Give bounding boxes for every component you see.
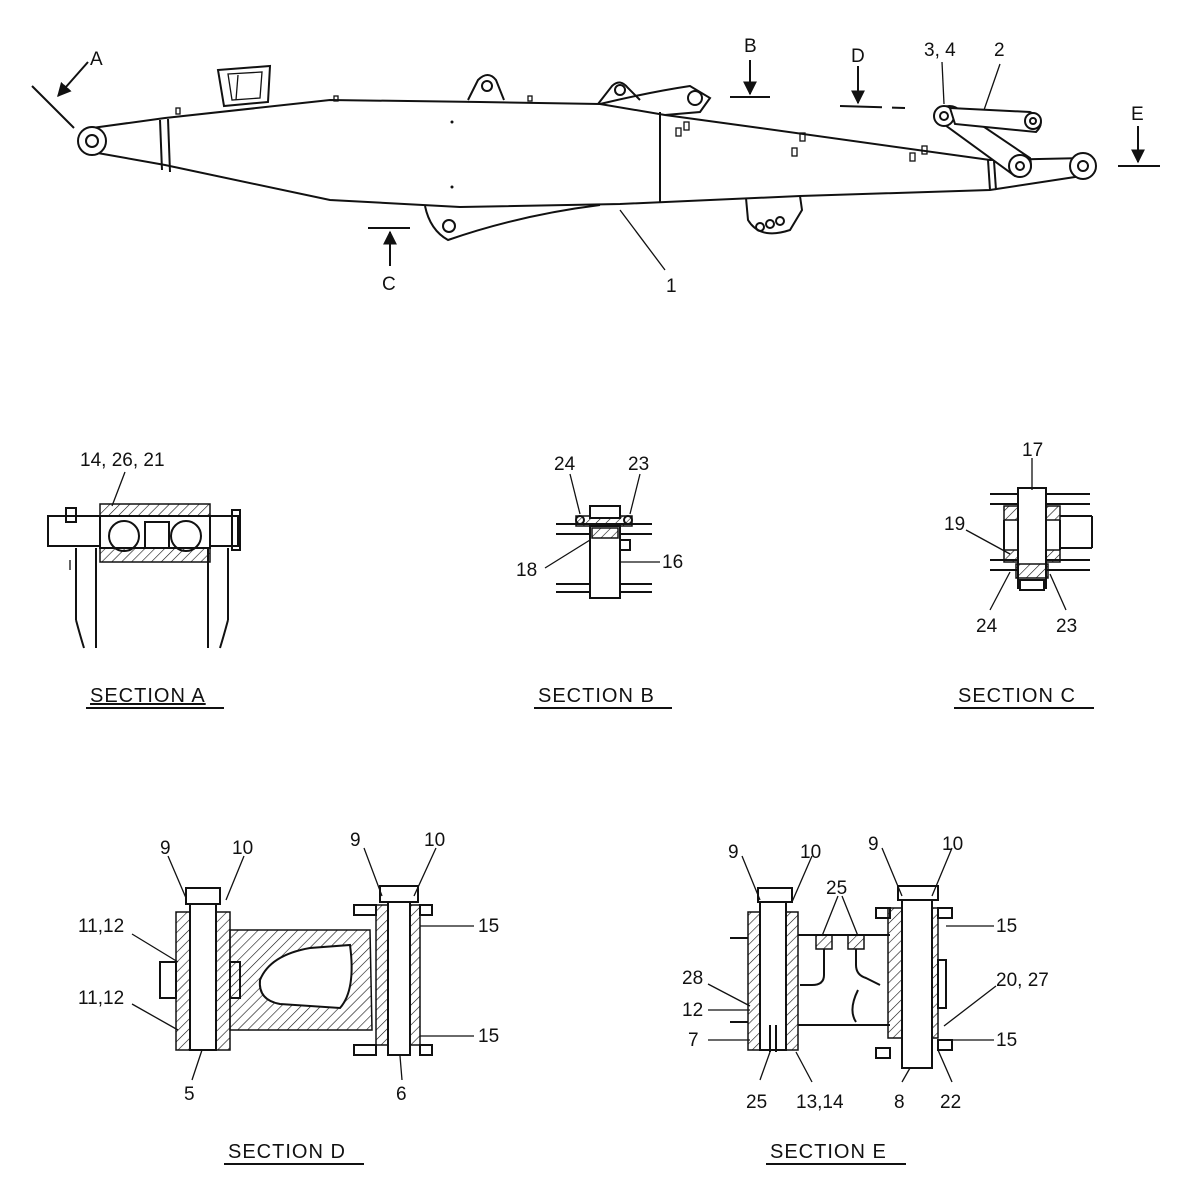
section-a-view: 14, 26, 21 SECTION A: [47, 450, 241, 709]
label-14-26-21: 14, 26, 21: [80, 450, 165, 471]
label-A: A: [90, 49, 103, 70]
label-15: 15: [478, 1026, 499, 1047]
label-item-3-4: 3, 4: [924, 40, 956, 61]
section-b-view: 24 23 18 16 SECTION B: [516, 454, 683, 709]
label-12: 12: [682, 1000, 703, 1021]
section-a-title: SECTION A: [90, 685, 206, 707]
label-28: 28: [682, 968, 703, 989]
label-22: 22: [940, 1092, 961, 1113]
label-15: 15: [996, 1030, 1017, 1051]
section-d-view: 9 10 9 10 11,12 11,12 15 15 5 6 SECTION …: [78, 830, 499, 1165]
boom-main-view: A B C D E 3, 4 2 1: [31, 36, 1160, 297]
label-5: 5: [184, 1084, 195, 1105]
label-C: C: [382, 274, 396, 295]
section-e-title: SECTION E: [770, 1141, 887, 1163]
label-20-27: 20, 27: [996, 970, 1049, 991]
label-6: 6: [396, 1084, 407, 1105]
label-17: 17: [1022, 440, 1043, 461]
label-10: 10: [942, 834, 963, 855]
label-9: 9: [868, 834, 879, 855]
label-19: 19: [944, 514, 965, 535]
label-10: 10: [800, 842, 821, 863]
label-9: 9: [350, 830, 361, 851]
section-e-view: 9 10 9 10 25 15 20, 27 15 28 12 7 25 13,…: [682, 834, 1049, 1165]
label-10: 10: [232, 838, 253, 859]
section-d-title: SECTION D: [228, 1141, 346, 1163]
label-23: 23: [1056, 616, 1077, 637]
section-c-view: 17 19 24 23 SECTION C: [944, 440, 1094, 709]
label-item-1: 1: [666, 276, 677, 297]
label-E: E: [1131, 104, 1144, 125]
label-25: 25: [826, 878, 847, 899]
label-11-12: 11,12: [78, 988, 124, 1009]
section-b-title: SECTION B: [538, 685, 655, 707]
section-c-title: SECTION C: [958, 685, 1076, 707]
label-10: 10: [424, 830, 445, 851]
label-15: 15: [996, 916, 1017, 937]
label-25: 25: [746, 1092, 767, 1113]
label-16: 16: [662, 552, 683, 573]
label-9: 9: [160, 838, 171, 859]
label-11-12: 11,12: [78, 916, 124, 937]
label-23: 23: [628, 454, 649, 475]
label-7: 7: [688, 1030, 699, 1051]
label-item-2: 2: [994, 40, 1005, 61]
label-B: B: [744, 36, 757, 57]
label-8: 8: [894, 1092, 905, 1113]
label-D: D: [851, 46, 865, 67]
label-24: 24: [976, 616, 998, 637]
label-18: 18: [516, 560, 537, 581]
label-15: 15: [478, 916, 499, 937]
label-9: 9: [728, 842, 739, 863]
label-13-14: 13,14: [796, 1092, 844, 1113]
label-24: 24: [554, 454, 576, 475]
